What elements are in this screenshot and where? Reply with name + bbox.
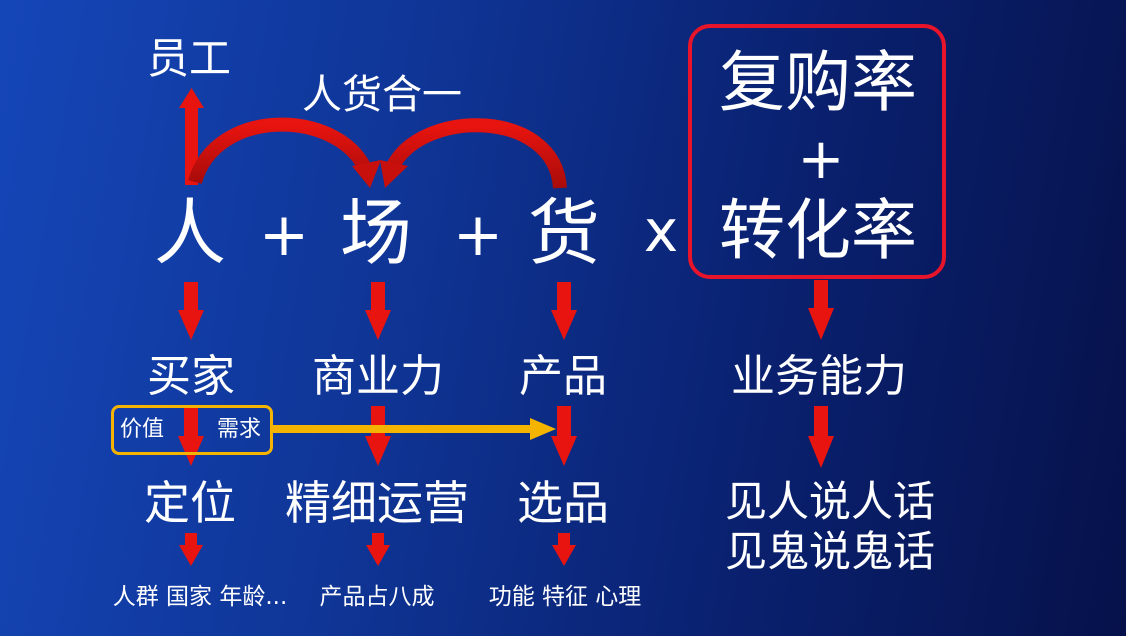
- value-demand-arrow: [272, 418, 556, 440]
- formula-person: 人: [153, 191, 227, 275]
- traits-label: 功能 特征 心理: [488, 584, 642, 610]
- staff-label: 员工: [146, 34, 232, 83]
- rates-plus: +: [797, 127, 845, 192]
- down-arrow-commerce: [365, 406, 391, 466]
- formula-goods: 货: [527, 191, 601, 275]
- down-arrow-operations: [366, 533, 390, 566]
- crowd-label: 人群 国家 年龄...: [112, 584, 288, 610]
- down-arrow-buyer: [178, 406, 204, 466]
- repurchase-rate: 复购率: [719, 44, 917, 121]
- value-demand-box: [111, 405, 273, 455]
- selection-label: 选品: [517, 476, 609, 530]
- speech-line-1: 见人说人话: [724, 477, 936, 526]
- curve-arrow-goods-to-venue: [385, 118, 567, 189]
- conversion-rate: 转化率: [719, 192, 917, 269]
- commerce-label: 商业力: [312, 351, 444, 402]
- rates-highlight-box: [688, 24, 946, 279]
- formula-plus-1: +: [258, 200, 310, 270]
- down-arrow-business: [808, 406, 834, 468]
- operations-label: 精细运营: [285, 476, 469, 530]
- positioning-label: 定位: [144, 476, 236, 530]
- curve-arrow-person-to-venue: [188, 117, 372, 185]
- share-label: 产品占八成: [319, 584, 435, 610]
- down-arrow-positioning: [179, 533, 203, 566]
- buyer-label: 买家: [147, 351, 235, 402]
- business-ability-label: 业务能力: [731, 351, 907, 402]
- unity-label: 人货合一: [302, 72, 462, 118]
- down-arrow-person: [178, 282, 204, 340]
- down-arrow-venue: [365, 282, 391, 340]
- down-arrow-selection: [552, 533, 576, 566]
- demand-label: 需求: [217, 417, 262, 442]
- down-arrow-product: [551, 406, 577, 466]
- speech-line-2: 见鬼说鬼话: [724, 527, 936, 576]
- formula-plus-2: +: [452, 200, 504, 270]
- formula-times: x: [643, 197, 679, 265]
- curve-arrow-head-goods: [380, 160, 408, 188]
- down-arrow-rates: [808, 280, 834, 340]
- value-label: 价值: [120, 417, 165, 442]
- down-arrow-goods: [551, 282, 577, 340]
- formula-venue: 场: [339, 191, 413, 275]
- product-label: 产品: [519, 351, 607, 402]
- curve-arrow-head-venue: [352, 160, 381, 188]
